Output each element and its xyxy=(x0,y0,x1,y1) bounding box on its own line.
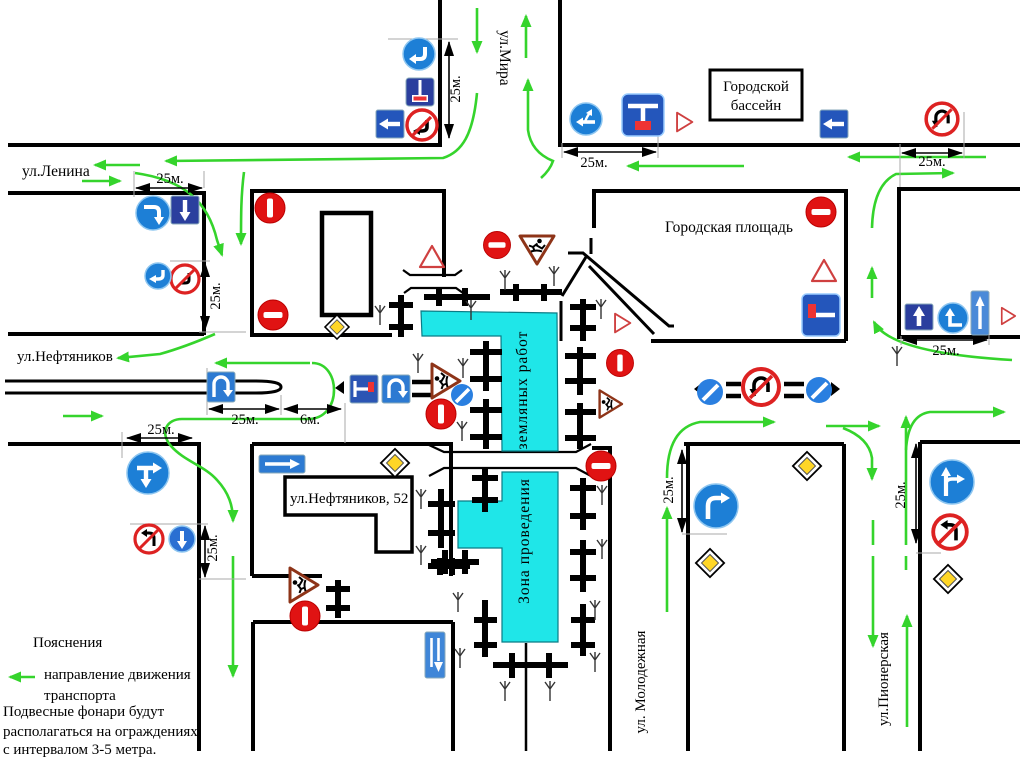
svg-text:Зона проведения: Зона проведения xyxy=(516,478,533,604)
svg-text:земляных работ: земляных работ xyxy=(514,331,531,450)
svg-text:ул.Нефтяников: ул.Нефтяников xyxy=(17,349,113,365)
svg-text:25м.: 25м. xyxy=(156,171,183,187)
svg-text:с интервалом 3-5 метра.: с интервалом 3-5 метра. xyxy=(3,742,156,757)
svg-text:ул.Нефтяников, 52: ул.Нефтяников, 52 xyxy=(290,491,408,507)
svg-text:6м.: 6м. xyxy=(300,412,320,428)
svg-text:25м.: 25м. xyxy=(231,412,258,428)
svg-text:ул.Пионерская: ул.Пионерская xyxy=(876,632,892,726)
svg-text:Пояснения: Пояснения xyxy=(33,635,102,651)
svg-text:транспорта: транспорта xyxy=(44,688,116,704)
svg-text:25м.: 25м. xyxy=(448,75,464,102)
svg-text:25м.: 25м. xyxy=(208,282,224,309)
svg-text:25м.: 25м. xyxy=(205,534,221,561)
svg-text:направление движения: направление движения xyxy=(44,667,191,683)
svg-text:бассейн: бассейн xyxy=(731,98,782,114)
svg-text:25м.: 25м. xyxy=(147,422,174,438)
svg-text:25м.: 25м. xyxy=(932,343,959,359)
svg-text:25м.: 25м. xyxy=(893,481,909,508)
svg-text:25м.: 25м. xyxy=(661,476,677,503)
svg-text:ул. Молодежная: ул. Молодежная xyxy=(633,630,649,733)
svg-text:Городской: Городской xyxy=(723,79,789,95)
svg-text:ул.Мира: ул.Мира xyxy=(496,30,513,86)
svg-text:располагаться на ограждениях: располагаться на ограждениях xyxy=(3,724,198,740)
svg-text:25м.: 25м. xyxy=(918,154,945,170)
svg-text:Городская площадь: Городская площадь xyxy=(665,219,793,236)
svg-text:25м.: 25м. xyxy=(580,155,607,171)
svg-text:ул.Ленина: ул.Ленина xyxy=(22,163,90,180)
svg-text:Подвесные фонари будут: Подвесные фонари будут xyxy=(3,704,165,720)
